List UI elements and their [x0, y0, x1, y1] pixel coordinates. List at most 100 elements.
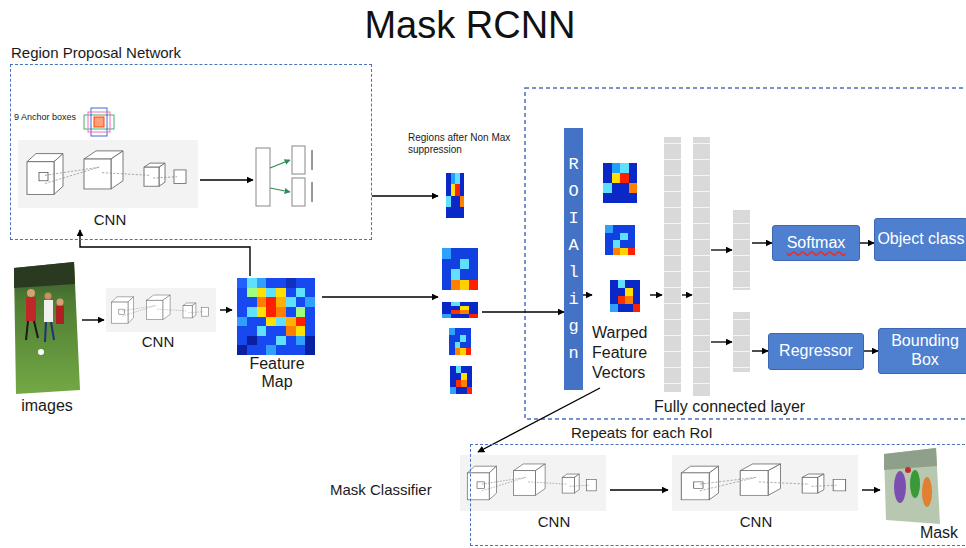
- output-box: Bounding Box: [878, 328, 966, 374]
- player-leg: [26, 321, 28, 340]
- cnn-figure: [672, 455, 858, 511]
- block-caption: CNN: [534, 514, 574, 531]
- fc-bar: [664, 137, 681, 392]
- anchor-box: [94, 117, 104, 127]
- mask-blob: [910, 470, 920, 498]
- arrow-connector: [482, 311, 564, 312]
- cnn-figure: [106, 288, 216, 332]
- flow-line: [711, 249, 732, 250]
- side-label: Mask Classifier: [330, 482, 460, 499]
- box-label: Bounding Box: [879, 332, 966, 370]
- arrow-connector: [583, 294, 592, 295]
- panel-heading: Region Proposal Network: [11, 45, 211, 62]
- layer-tag: [311, 150, 313, 170]
- block-caption: CNN: [80, 212, 140, 229]
- group-caption: Warped Feature Vectors: [592, 323, 650, 383]
- diagram-title: Mask RCNN: [300, 4, 640, 48]
- flow-line: [270, 160, 290, 168]
- photo-crowd: [14, 262, 75, 288]
- layer-tag: [311, 182, 313, 202]
- rpn-head-figure: [256, 146, 312, 206]
- flow-line: [711, 341, 732, 342]
- anchor-boxes-icon: [84, 108, 114, 136]
- player-leg: [45, 322, 46, 342]
- player-body: [56, 306, 64, 324]
- cnn-figure: [18, 140, 198, 208]
- arrow-connector: [860, 242, 874, 243]
- player-body: [44, 300, 53, 322]
- feature-map: Feature Map: [232, 276, 322, 372]
- arrow-connector: [80, 230, 250, 276]
- box-label: Regressor: [779, 342, 853, 361]
- arrow-connector: [478, 388, 600, 452]
- player-leg: [34, 321, 38, 338]
- block-caption: CNN: [736, 514, 776, 531]
- flow-line: [270, 188, 290, 192]
- image-caption: Mask: [916, 524, 962, 542]
- arrow-connector: [650, 294, 662, 295]
- cls-layer: [292, 146, 305, 174]
- reg-layer: [292, 178, 305, 206]
- box-label: Object class: [877, 230, 964, 249]
- group-caption: Fully connected layer: [654, 398, 824, 416]
- arrow-connector: [752, 350, 768, 351]
- mask-blob: [922, 477, 932, 507]
- process-box: Regressor: [768, 333, 864, 370]
- cnn-figure: [460, 455, 606, 511]
- warped-features: Warped Feature Vectors: [592, 160, 650, 388]
- block-caption: CNN: [128, 334, 188, 351]
- heatmap: [446, 173, 464, 218]
- fc-bar: [693, 137, 710, 396]
- input-image: images: [12, 260, 82, 418]
- player-head: [27, 289, 35, 297]
- output-box: Object class: [874, 218, 966, 261]
- player-head: [57, 299, 64, 306]
- arrow-connector: [220, 309, 232, 310]
- roi-align-bar: ROI Align: [564, 128, 583, 390]
- arrow-connector: [752, 242, 772, 243]
- group-caption: Regions after Non Max suppression: [408, 132, 512, 156]
- callout-label: 9 Anchor boxes: [14, 113, 84, 123]
- arrow-connector: [322, 296, 438, 297]
- photo-ground: [884, 448, 940, 524]
- fc-bar: [733, 210, 750, 290]
- flow-line: [682, 294, 692, 295]
- fc-bar: [733, 312, 750, 372]
- mask-output: Mask: [880, 448, 962, 544]
- player-head: [45, 293, 52, 300]
- cnn-block: CNN: [15, 138, 205, 230]
- heatmap: [605, 225, 635, 255]
- heatmap: [449, 328, 471, 355]
- fc-layers: Fully connected layer: [662, 135, 752, 398]
- flow-line: [200, 179, 253, 180]
- cnn-block: CNN: [668, 452, 862, 532]
- bar-label: ROI Align: [565, 151, 582, 367]
- player-body: [26, 297, 36, 321]
- mask-panel: Repeats for each RoICNNCNNMask: [470, 444, 966, 546]
- heatmap: [237, 278, 315, 355]
- process-box: Softmax: [772, 225, 860, 261]
- intermediate-layer: [256, 148, 270, 206]
- photo-ground: [14, 262, 80, 394]
- mask-photo: [884, 448, 940, 524]
- player-leg: [51, 322, 54, 340]
- mask-blob: [894, 471, 906, 503]
- heatmap: [442, 302, 478, 318]
- input-photo: [14, 262, 80, 394]
- photo-crowd: [884, 448, 937, 470]
- heatmap: [610, 280, 640, 312]
- arrow-connector: [372, 195, 438, 196]
- arrow-connector: [862, 489, 880, 490]
- region-crops: Regions after Non Max suppression: [438, 170, 482, 396]
- head-region-outline: [525, 88, 966, 419]
- heatmap: [450, 366, 472, 394]
- heatmap: [442, 248, 478, 290]
- ball: [38, 349, 44, 355]
- cnn-block: CNN: [104, 286, 220, 352]
- image-caption: images: [12, 397, 82, 415]
- block-caption: Feature Map: [232, 355, 322, 390]
- heatmap: [603, 163, 637, 203]
